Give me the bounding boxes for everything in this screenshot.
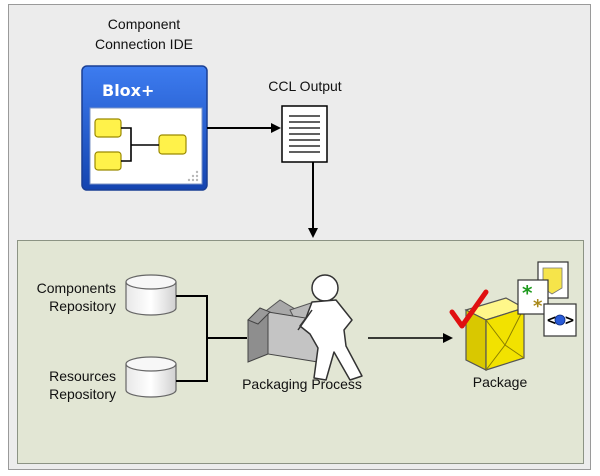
svg-text:<: < xyxy=(547,311,556,329)
component-block xyxy=(94,118,122,138)
svg-text:>: > xyxy=(565,311,574,329)
resize-grip-icon xyxy=(187,170,199,182)
components-repository-cylinder xyxy=(125,274,177,316)
ide-window: Blox+ xyxy=(81,65,208,191)
resources-repository-cylinder xyxy=(125,356,177,398)
repository-merge-connector xyxy=(176,295,247,382)
resource-files-icon: * * < > xyxy=(517,261,577,337)
component-block xyxy=(158,134,187,155)
component-block xyxy=(94,151,122,171)
ccl-output-label: CCL Output xyxy=(268,78,342,94)
ccl-document-icon xyxy=(281,105,328,163)
svg-text:*: * xyxy=(533,296,543,317)
packaging-process-label: Packaging Process xyxy=(242,376,362,392)
checkmark-icon xyxy=(449,289,489,329)
package-label: Package xyxy=(472,374,528,390)
component-connector xyxy=(121,127,159,162)
resources-repository-label-line2: Repository xyxy=(49,386,116,402)
components-repository-label-line2: Repository xyxy=(49,298,116,314)
ide-title: Blox+ xyxy=(102,81,154,100)
components-repository-label-line1: Components xyxy=(36,280,116,296)
package-box-icon xyxy=(464,297,526,371)
svg-text:*: * xyxy=(522,281,533,305)
resources-repository-label-line1: Resources xyxy=(49,368,116,384)
ide-caption-line2: Connection IDE xyxy=(94,36,194,52)
packaging-figure-icon xyxy=(247,274,363,381)
ide-caption-line1: Component xyxy=(107,16,181,32)
